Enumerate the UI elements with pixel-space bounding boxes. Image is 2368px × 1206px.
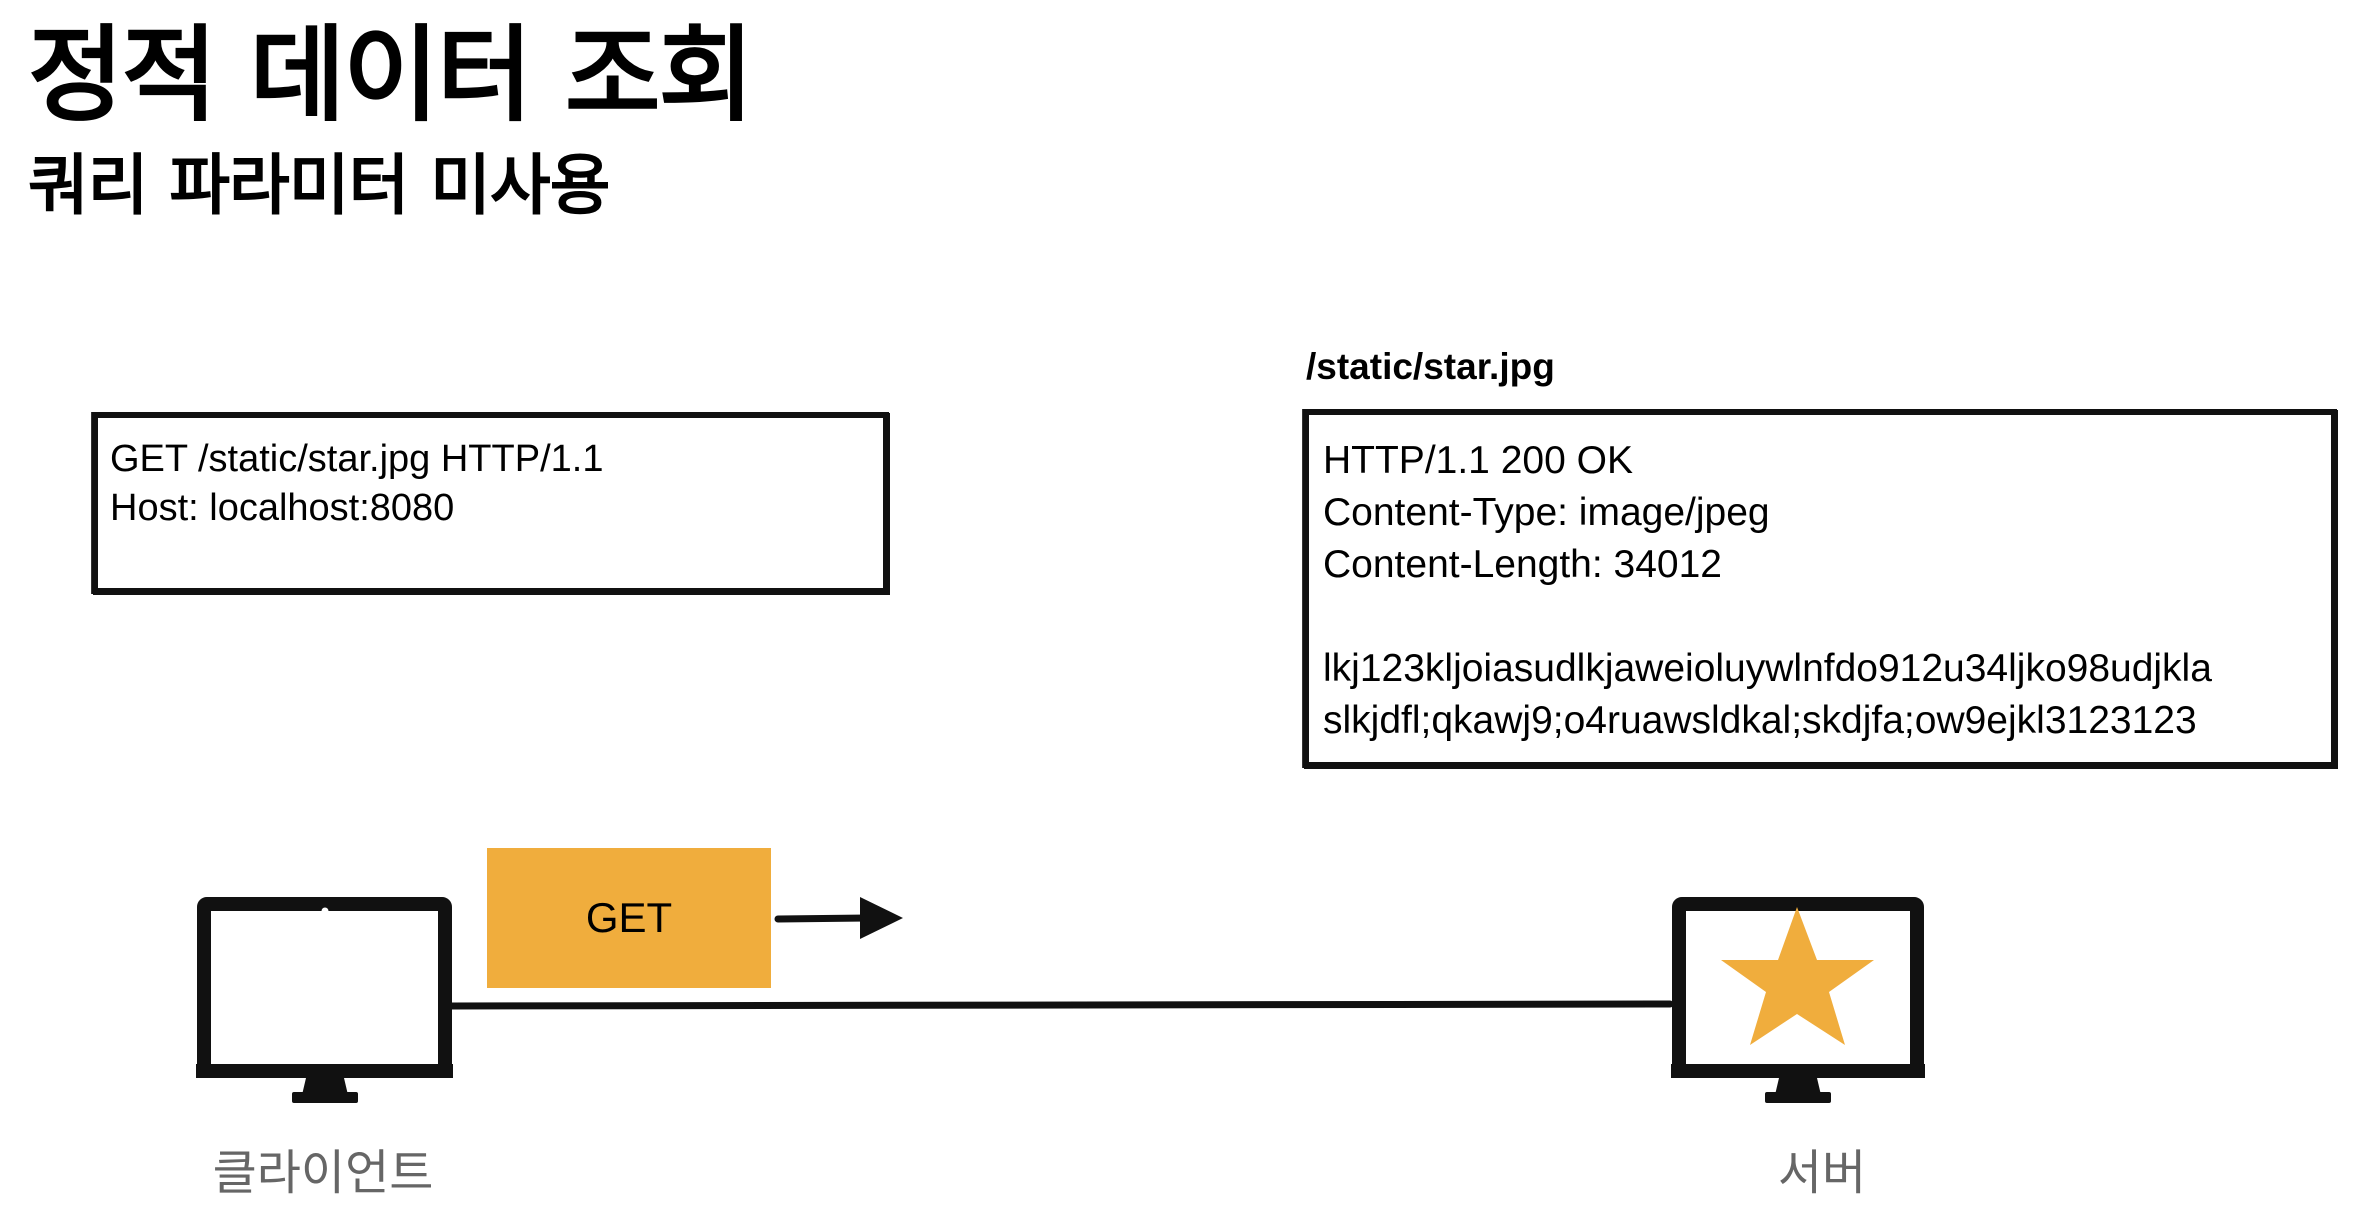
response-status-line: HTTP/1.1 200 OK bbox=[1323, 439, 1633, 482]
star-icon bbox=[1721, 907, 1874, 1045]
request-host-header: Host: localhost:8080 bbox=[110, 487, 455, 529]
get-method-badge: GET bbox=[487, 848, 771, 988]
connection-line bbox=[448, 1000, 1674, 1010]
response-body-line-2: slkjdfl;qkawj9;o4ruawsldkal;skdjfa;ow9ej… bbox=[1323, 699, 2197, 742]
page-subtitle: 쿼리 파라미터 미사용 bbox=[28, 147, 610, 224]
response-content-type-header: Content-Type: image/jpeg bbox=[1323, 491, 1770, 534]
response-content-length-header: Content-Length: 34012 bbox=[1323, 543, 1722, 586]
server-monitor-icon bbox=[1671, 897, 1925, 1103]
response-body-line-1: lkj123kljoiasudlkjaweioluywlnfdo912u34lj… bbox=[1323, 647, 2212, 690]
page-title: 정적 데이터 조회 bbox=[28, 14, 754, 136]
arrow-right-icon bbox=[774, 897, 903, 939]
response-resource-label: /static/star.jpg bbox=[1306, 346, 1555, 387]
client-monitor-icon bbox=[196, 897, 453, 1103]
request-message-box: GET /static/star.jpg HTTP/1.1 Host: loca… bbox=[92, 412, 889, 594]
client-label: 클라이언트 bbox=[212, 1145, 434, 1201]
request-line: GET /static/star.jpg HTTP/1.1 bbox=[110, 438, 604, 480]
response-message-box: HTTP/1.1 200 OK Content-Type: image/jpeg… bbox=[1303, 409, 2337, 768]
server-label: 서버 bbox=[1777, 1145, 1867, 1201]
